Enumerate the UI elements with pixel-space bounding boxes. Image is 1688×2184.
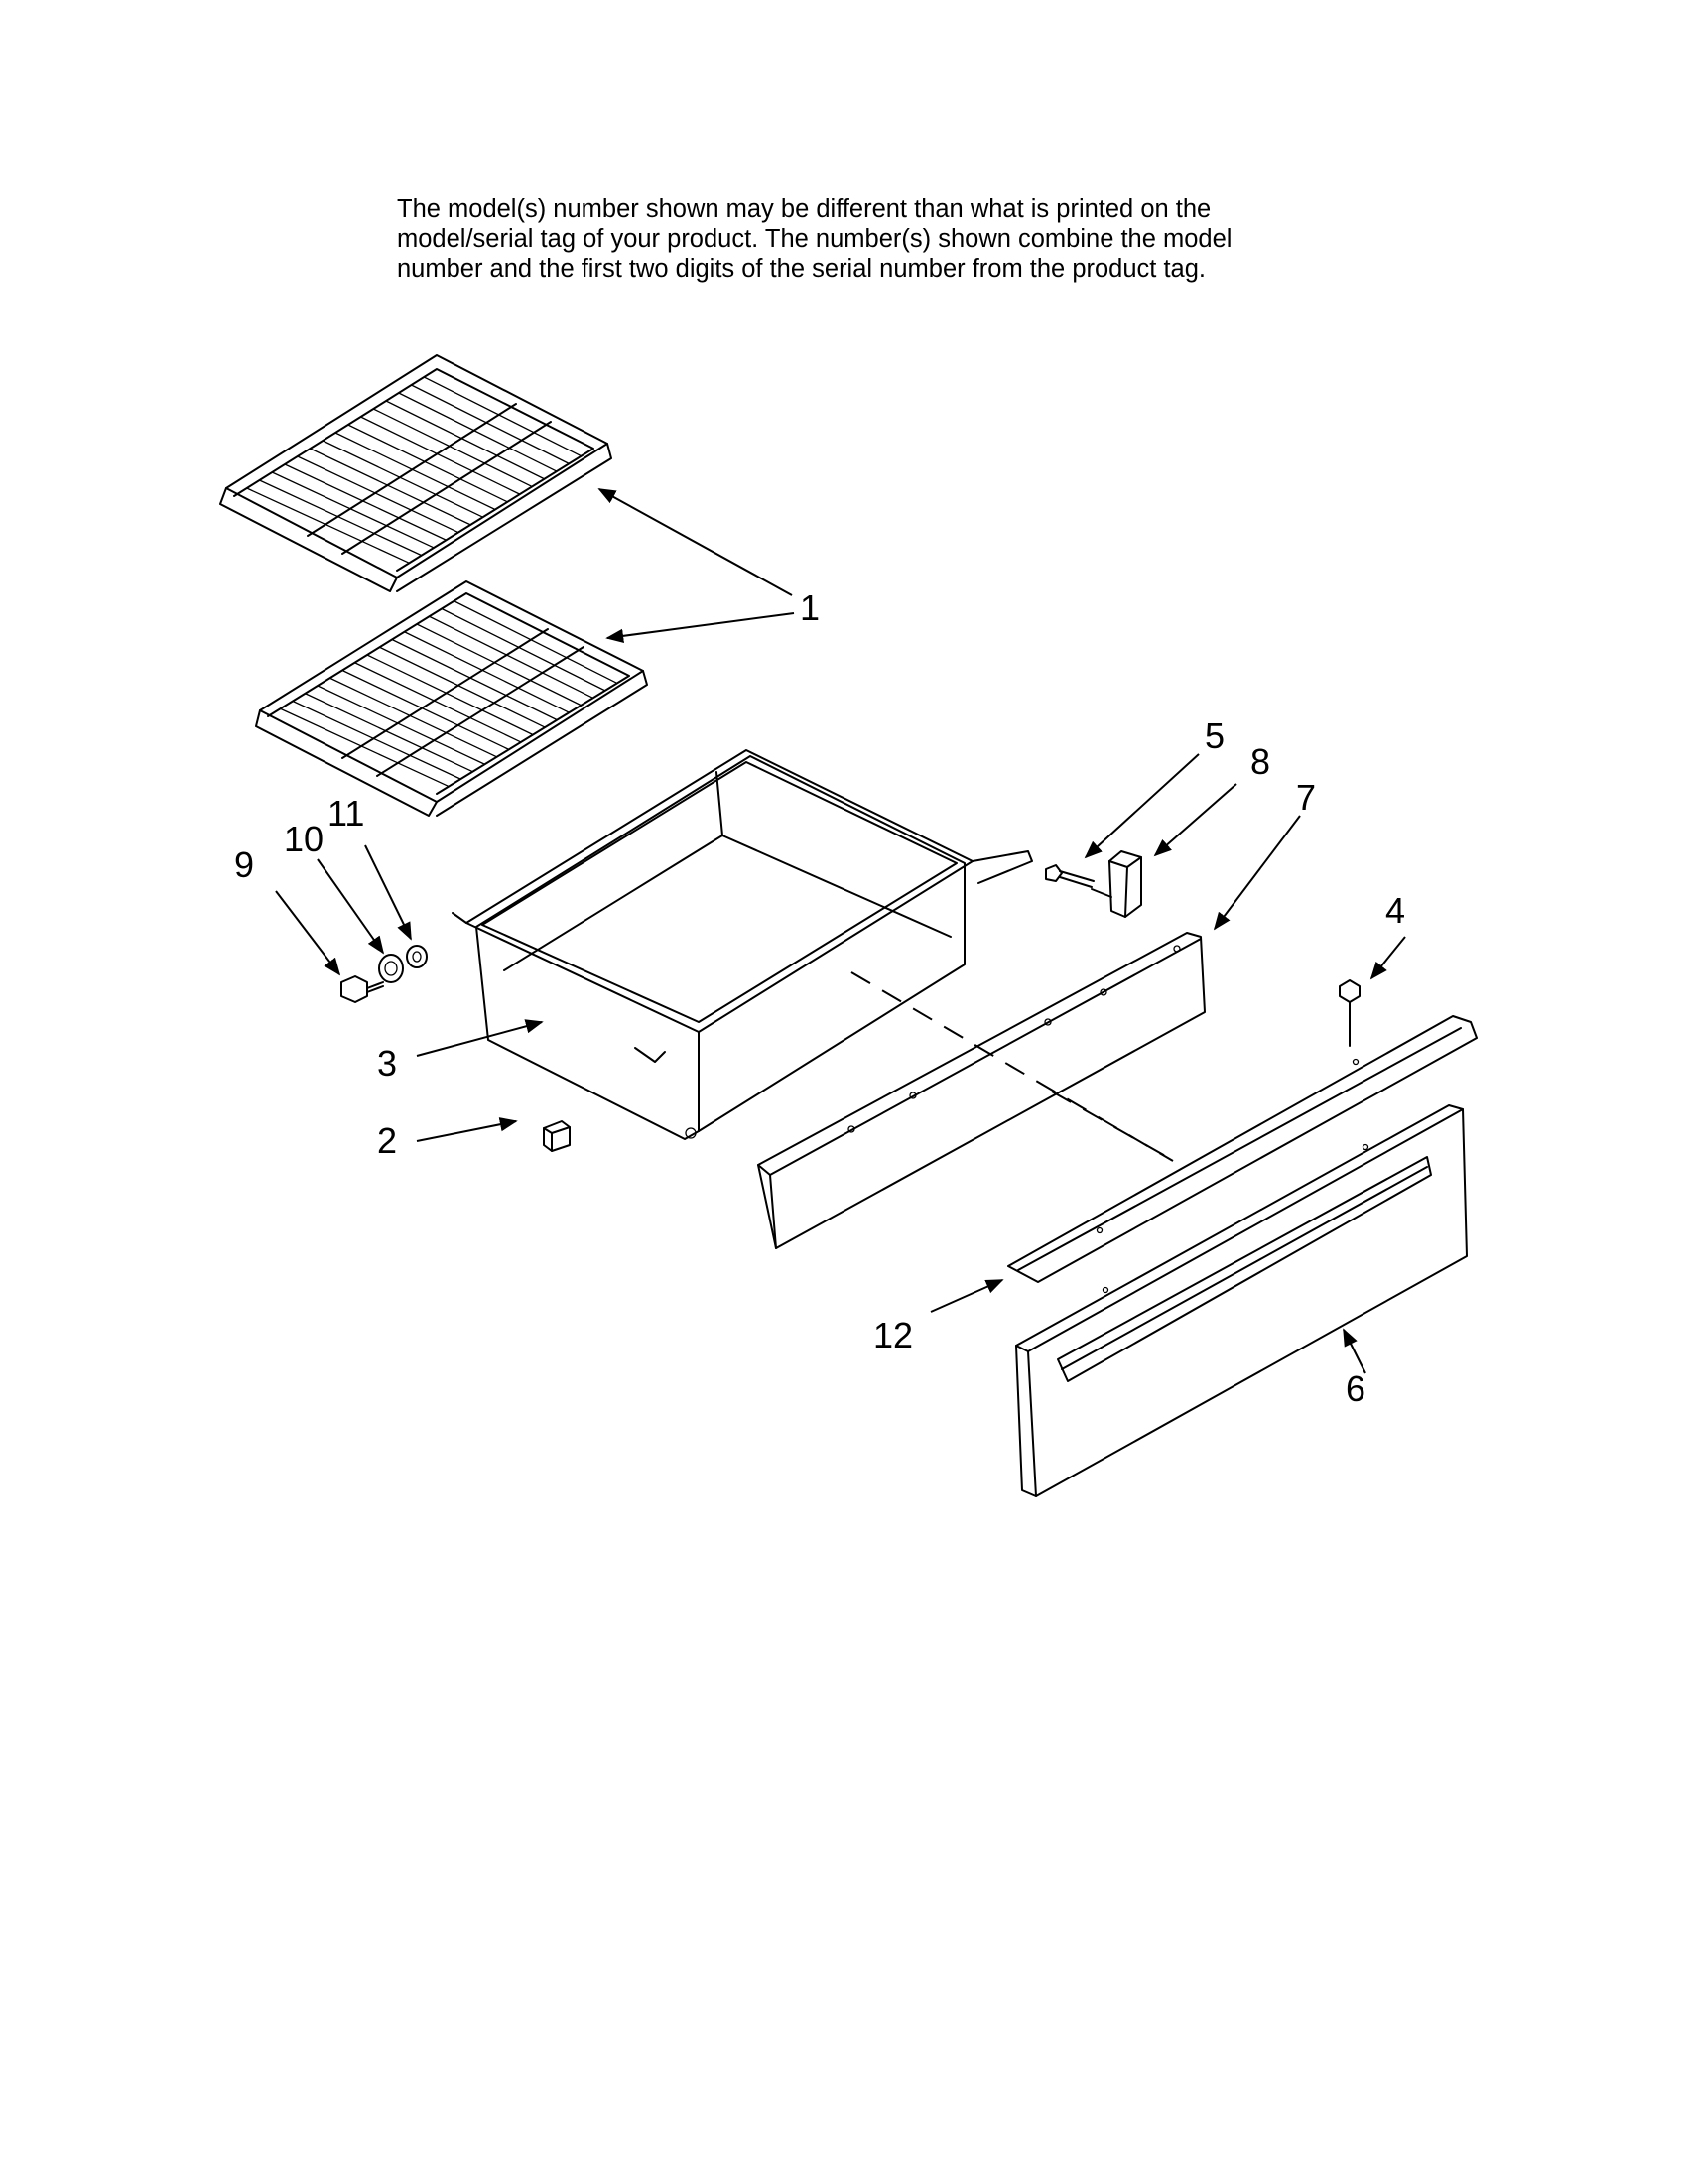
note-line-1: The model(s) number shown may be differe… (397, 195, 1212, 223)
callout-7: 7 (1296, 777, 1316, 818)
callout-6: 6 (1346, 1368, 1365, 1409)
rack-wire (366, 654, 534, 736)
callout-2: 2 (377, 1120, 397, 1161)
rack-wire (454, 600, 618, 685)
rack-wire (441, 607, 606, 692)
oven-rack-upper (219, 354, 612, 592)
callout-11: 11 (327, 793, 364, 834)
model-number-note: The model(s) number shown may be differe… (397, 194, 1350, 284)
rack-wire (259, 479, 423, 557)
drawer-front-screw (1339, 979, 1361, 1047)
rack-wire (310, 448, 471, 526)
leader-lines (275, 488, 1406, 1374)
rack-wire (305, 693, 473, 773)
rack-wire (280, 707, 450, 788)
note-line-3: number and the first two digits of the s… (397, 255, 1206, 283)
rack-wire (404, 631, 570, 713)
rack-wire (423, 376, 582, 457)
rack-wire (372, 408, 533, 488)
rack-wire (398, 392, 558, 472)
rack-wire (347, 424, 508, 503)
callout-8: 8 (1250, 741, 1270, 782)
rack-wire (322, 440, 483, 518)
rack-wire (429, 615, 593, 699)
callout-12: 12 (873, 1315, 913, 1355)
rack-wire (341, 669, 510, 750)
rack-wire (329, 677, 497, 758)
drawer-front-panel (1015, 1104, 1468, 1497)
callout-4: 4 (1385, 890, 1405, 931)
roller-screw (340, 975, 384, 1003)
callout-5: 5 (1205, 715, 1225, 756)
rack-wire (360, 416, 521, 495)
callout-9: 9 (234, 844, 254, 885)
drawer-body (452, 749, 1033, 1140)
roller-wheel (378, 954, 404, 983)
rack-wire (271, 471, 435, 549)
rack-wire (284, 463, 447, 541)
note-line-2: model/serial tag of your product. The nu… (397, 225, 1233, 253)
callout-1: 1 (800, 587, 820, 628)
drawer-inner-panel (757, 932, 1206, 1249)
rack-wire (297, 455, 459, 534)
rack-wire (292, 700, 461, 780)
rack-wire (385, 400, 545, 480)
rack-wire (391, 638, 558, 721)
rack-wire (379, 646, 546, 728)
rack-wire (354, 662, 522, 743)
rack-wire (246, 487, 410, 564)
oven-rack-lower (255, 580, 648, 817)
drawer-bracket (1091, 850, 1142, 918)
rack-wire (411, 384, 570, 464)
callout-3: 3 (377, 1043, 397, 1084)
rack-wire (334, 432, 496, 511)
drawer-glide (543, 1120, 571, 1152)
bracket-screw (1045, 864, 1095, 888)
drawer-front-channel (1007, 1015, 1478, 1283)
rack-wire (317, 685, 485, 765)
rack-wire (416, 623, 582, 707)
callout-10: 10 (284, 819, 324, 859)
roller-spacer (406, 945, 428, 968)
